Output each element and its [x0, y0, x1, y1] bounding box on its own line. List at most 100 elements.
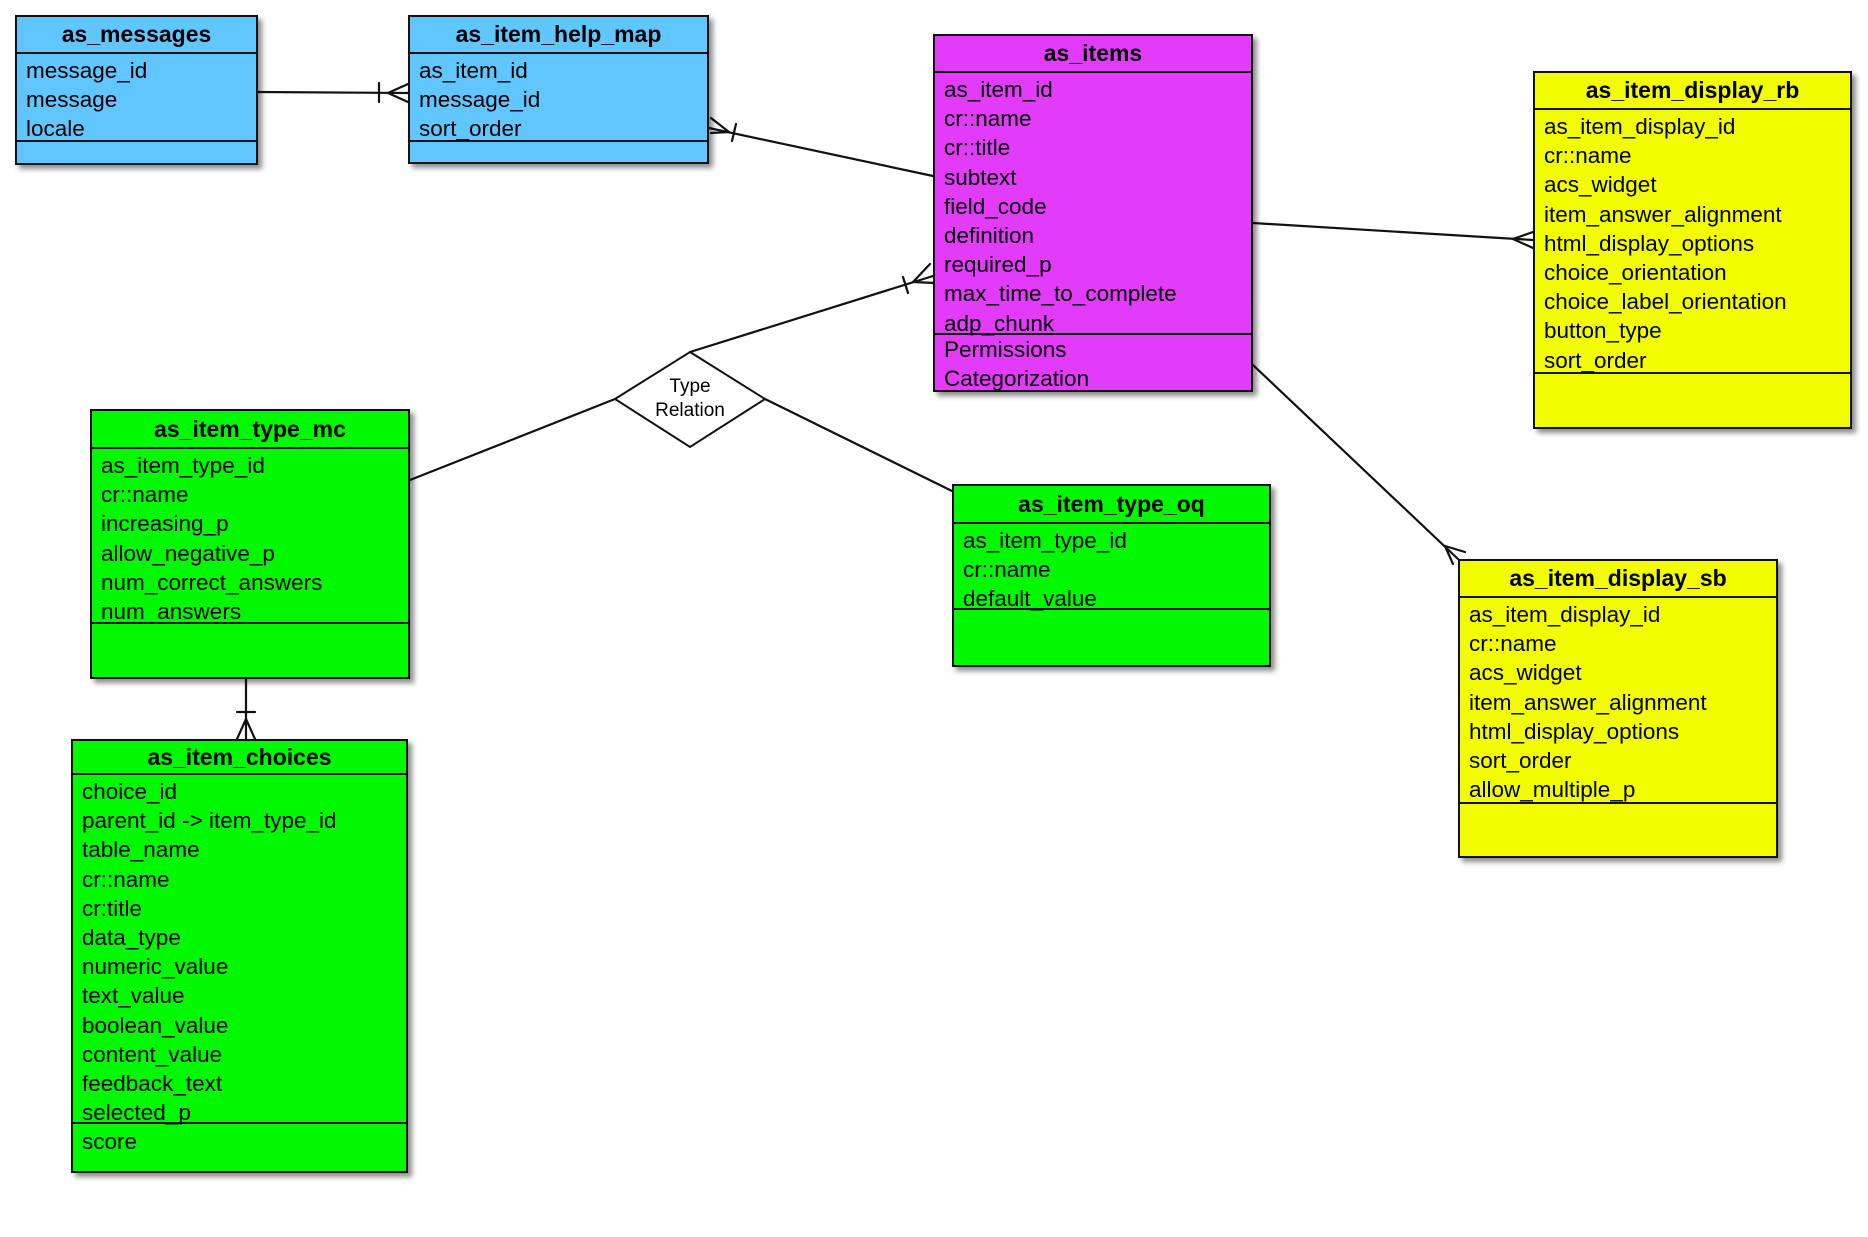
field-row[interactable]: num_correct_answers: [101, 569, 323, 595]
field-row[interactable]: locale: [26, 116, 85, 142]
crows-foot-icon: [386, 82, 410, 104]
field-row[interactable]: field_code: [944, 193, 1047, 219]
relation-label-line1: Type: [669, 376, 711, 397]
field-row[interactable]: cr::name: [1469, 631, 1557, 657]
field-row[interactable]: as_item_type_id: [101, 453, 265, 478]
field-row[interactable]: feedback_text: [82, 1070, 223, 1096]
field-row[interactable]: table_name: [82, 837, 200, 863]
field-row[interactable]: as_item_type_id: [963, 528, 1127, 553]
field-row[interactable]: boolean_value: [82, 1012, 229, 1038]
field-row[interactable]: increasing_p: [101, 511, 229, 537]
entity-title: as_item_type_oq: [954, 486, 1269, 524]
field-row[interactable]: as_item_display_id: [1469, 602, 1661, 627]
field-row[interactable]: num_answers: [101, 598, 242, 624]
field-row[interactable]: data_type: [82, 924, 181, 950]
field-row[interactable]: adp_chunk: [944, 310, 1055, 336]
field-row[interactable]: cr:title: [82, 895, 143, 921]
field-row[interactable]: max_time_to_complete: [944, 281, 1177, 307]
field-row[interactable]: message: [26, 87, 118, 113]
field-row[interactable]: cr::title: [944, 135, 1011, 161]
crows-foot-icon: [1511, 230, 1535, 250]
field-row[interactable]: acs_widget: [1544, 172, 1657, 198]
field-row[interactable]: score: [82, 1129, 138, 1155]
crows-foot-icon: [709, 116, 731, 135]
relation-label-line2: Relation: [655, 400, 725, 421]
field-row[interactable]: cr::name: [963, 557, 1051, 583]
field-row[interactable]: definition: [944, 222, 1035, 248]
field-row[interactable]: message_id: [419, 87, 541, 113]
field-row[interactable]: numeric_value: [82, 954, 229, 980]
link-mc-relation: [408, 397, 617, 482]
field-row[interactable]: html_display_options: [1544, 230, 1755, 256]
field-row[interactable]: choice_id: [82, 779, 178, 804]
entity-title: as_item_type_mc: [92, 411, 408, 449]
link-messages-helpmap: [256, 81, 410, 104]
link-items-rb: [1251, 221, 1535, 250]
field-row[interactable]: as_item_display_id: [1544, 114, 1736, 139]
crows-foot-icon: [911, 262, 937, 285]
field-row[interactable]: as_item_id: [419, 58, 528, 83]
field-row[interactable]: text_value: [82, 983, 185, 1009]
type-relation-diamond[interactable]: [613, 350, 767, 449]
one-tick-icon: [730, 122, 738, 143]
one-tick-icon: [901, 275, 910, 295]
field-row[interactable]: as_item_id: [944, 77, 1053, 102]
link-relation-items: [688, 262, 937, 354]
method-row[interactable]: Permissions: [944, 337, 1067, 362]
field-row[interactable]: subtext: [944, 164, 1017, 190]
entity-fields: as_item_id message_id sort_order: [410, 54, 707, 142]
entity-fields: choice_id parent_id -> item_type_id table_…: [73, 775, 406, 1154]
method-row[interactable]: Categorization: [944, 366, 1090, 392]
entity-title: as_item_display_sb: [1460, 561, 1776, 598]
field-row[interactable]: cr::name: [1544, 143, 1632, 169]
field-row[interactable]: allow_negative_p: [101, 540, 275, 566]
type-relation-label: Type Relation: [630, 375, 750, 423]
field-row[interactable]: cr::name: [82, 866, 170, 892]
entity-title: as_item_display_rb: [1535, 73, 1850, 110]
field-row[interactable]: allow_multiple_p: [1469, 777, 1636, 803]
field-row[interactable]: parent_id -> item_type_id: [82, 808, 337, 834]
field-row[interactable]: content_value: [82, 1041, 223, 1067]
field-row[interactable]: cr::name: [101, 482, 189, 508]
field-row[interactable]: choice_orientation: [1544, 259, 1727, 285]
field-row[interactable]: item_answer_alignment: [1469, 689, 1707, 715]
field-row[interactable]: sort_order: [1469, 747, 1572, 773]
link-mc-choices: [235, 677, 257, 741]
entity-title: as_item_help_map: [410, 17, 707, 54]
entity-title: as_item_choices: [73, 741, 406, 775]
field-row[interactable]: html_display_options: [1469, 718, 1680, 744]
field-row[interactable]: default_value: [963, 586, 1097, 612]
link-items-helpmap: [707, 116, 935, 178]
field-row[interactable]: item_answer_alignment: [1544, 201, 1782, 227]
field-row[interactable]: sort_order: [1544, 347, 1647, 373]
link-relation-oq: [763, 397, 954, 493]
link-items-sb: [1251, 363, 1467, 566]
field-row[interactable]: cr::name: [944, 106, 1032, 132]
entity-as-item-choices[interactable]: as_item_choices choice_id parent_id -> ite…: [71, 739, 408, 1173]
crows-foot-icon: [1443, 544, 1467, 566]
field-row[interactable]: acs_widget: [1469, 660, 1582, 686]
crows-foot-icon: [235, 717, 257, 741]
field-row[interactable]: button_type: [1544, 318, 1662, 344]
field-row[interactable]: selected_p: [82, 1100, 191, 1126]
field-row[interactable]: sort_order: [419, 116, 522, 142]
field-row[interactable]: choice_label_orientation: [1544, 289, 1787, 315]
field-row[interactable]: required_p: [944, 252, 1052, 278]
field-row[interactable]: message_id: [26, 58, 148, 83]
entity-title: as_items: [935, 36, 1251, 73]
